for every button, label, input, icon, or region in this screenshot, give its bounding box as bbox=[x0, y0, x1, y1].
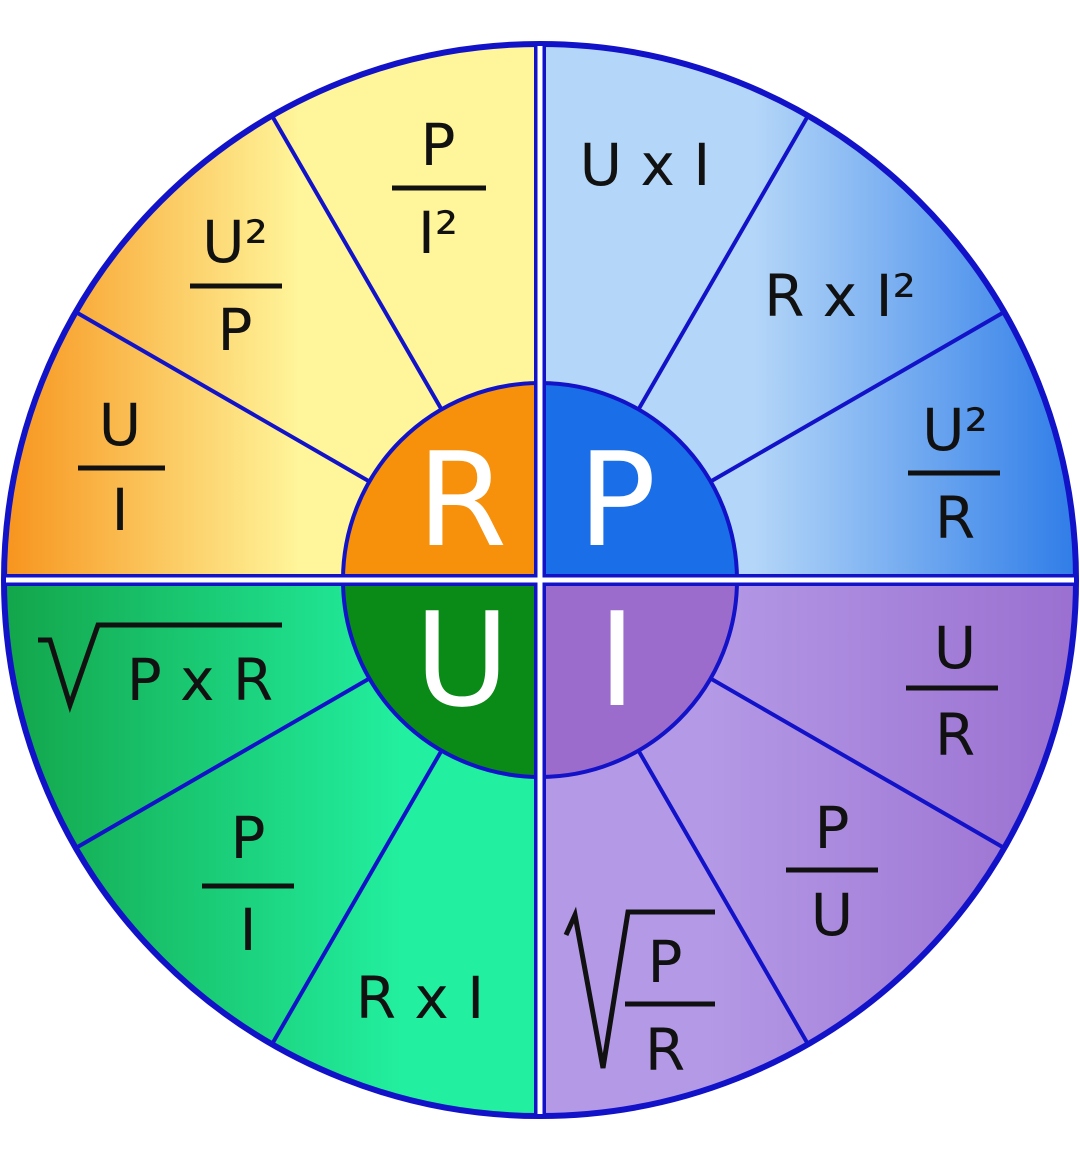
p-formula-u2-over-r: U² R bbox=[908, 396, 1000, 552]
r-formula-u-over-i: U I bbox=[78, 391, 165, 544]
sector-divider bbox=[709, 676, 1006, 850]
center-letter-r: R bbox=[417, 424, 507, 576]
denominator: U bbox=[811, 881, 853, 949]
center-letter-p: P bbox=[578, 424, 656, 576]
sector-divider bbox=[74, 676, 371, 850]
sector-divider bbox=[636, 749, 810, 1046]
denominator: I bbox=[239, 896, 256, 964]
denominator: I bbox=[111, 476, 128, 544]
sector-divider bbox=[74, 310, 371, 484]
numerator: P bbox=[648, 928, 683, 996]
denominator: P bbox=[218, 296, 253, 364]
u-formula-p-over-i: P I bbox=[202, 804, 294, 964]
denominator: R bbox=[935, 484, 975, 552]
horizontal-gap bbox=[6, 577, 1074, 583]
sqrt-sign bbox=[38, 622, 282, 714]
sector-divider bbox=[709, 310, 1006, 484]
inner-p bbox=[540, 383, 737, 580]
inner-u bbox=[343, 580, 540, 777]
numerator: U² bbox=[922, 396, 988, 464]
sqrt-sign bbox=[563, 906, 715, 1069]
denominator: I² bbox=[418, 199, 458, 267]
i-formula-p-over-u: P U bbox=[786, 794, 878, 949]
u-formula-sqrt-p-times-r: P x R bbox=[38, 622, 282, 714]
r-formula-u2-over-p: U² P bbox=[190, 208, 282, 364]
p-formula-u-times-i: U x I bbox=[580, 131, 711, 199]
sector-divider bbox=[270, 114, 444, 411]
numerator: P bbox=[231, 804, 266, 872]
radicand: P x R bbox=[127, 646, 273, 714]
numerator: U bbox=[934, 614, 976, 682]
numerator: U² bbox=[202, 208, 268, 276]
denominator: R bbox=[935, 701, 975, 769]
sector-divider bbox=[270, 749, 444, 1046]
numerator: P bbox=[815, 794, 850, 862]
i-formula-sqrt-p-over-r: P R bbox=[563, 906, 715, 1084]
denominator: R bbox=[645, 1016, 685, 1084]
sector-divider bbox=[636, 114, 810, 411]
p-formula-r-times-i2: R x I² bbox=[764, 262, 916, 330]
inner-i bbox=[540, 580, 737, 777]
r-formula-p-over-i2: P I² bbox=[392, 111, 486, 267]
u-formula-r-times-i: R x I bbox=[356, 964, 485, 1032]
numerator: P bbox=[421, 111, 456, 179]
center-letter-i: I bbox=[598, 584, 636, 736]
numerator: U bbox=[99, 391, 141, 459]
i-formula-u-over-r: U R bbox=[906, 614, 998, 769]
center-letter-u: U bbox=[414, 584, 509, 736]
inner-r bbox=[343, 383, 540, 580]
